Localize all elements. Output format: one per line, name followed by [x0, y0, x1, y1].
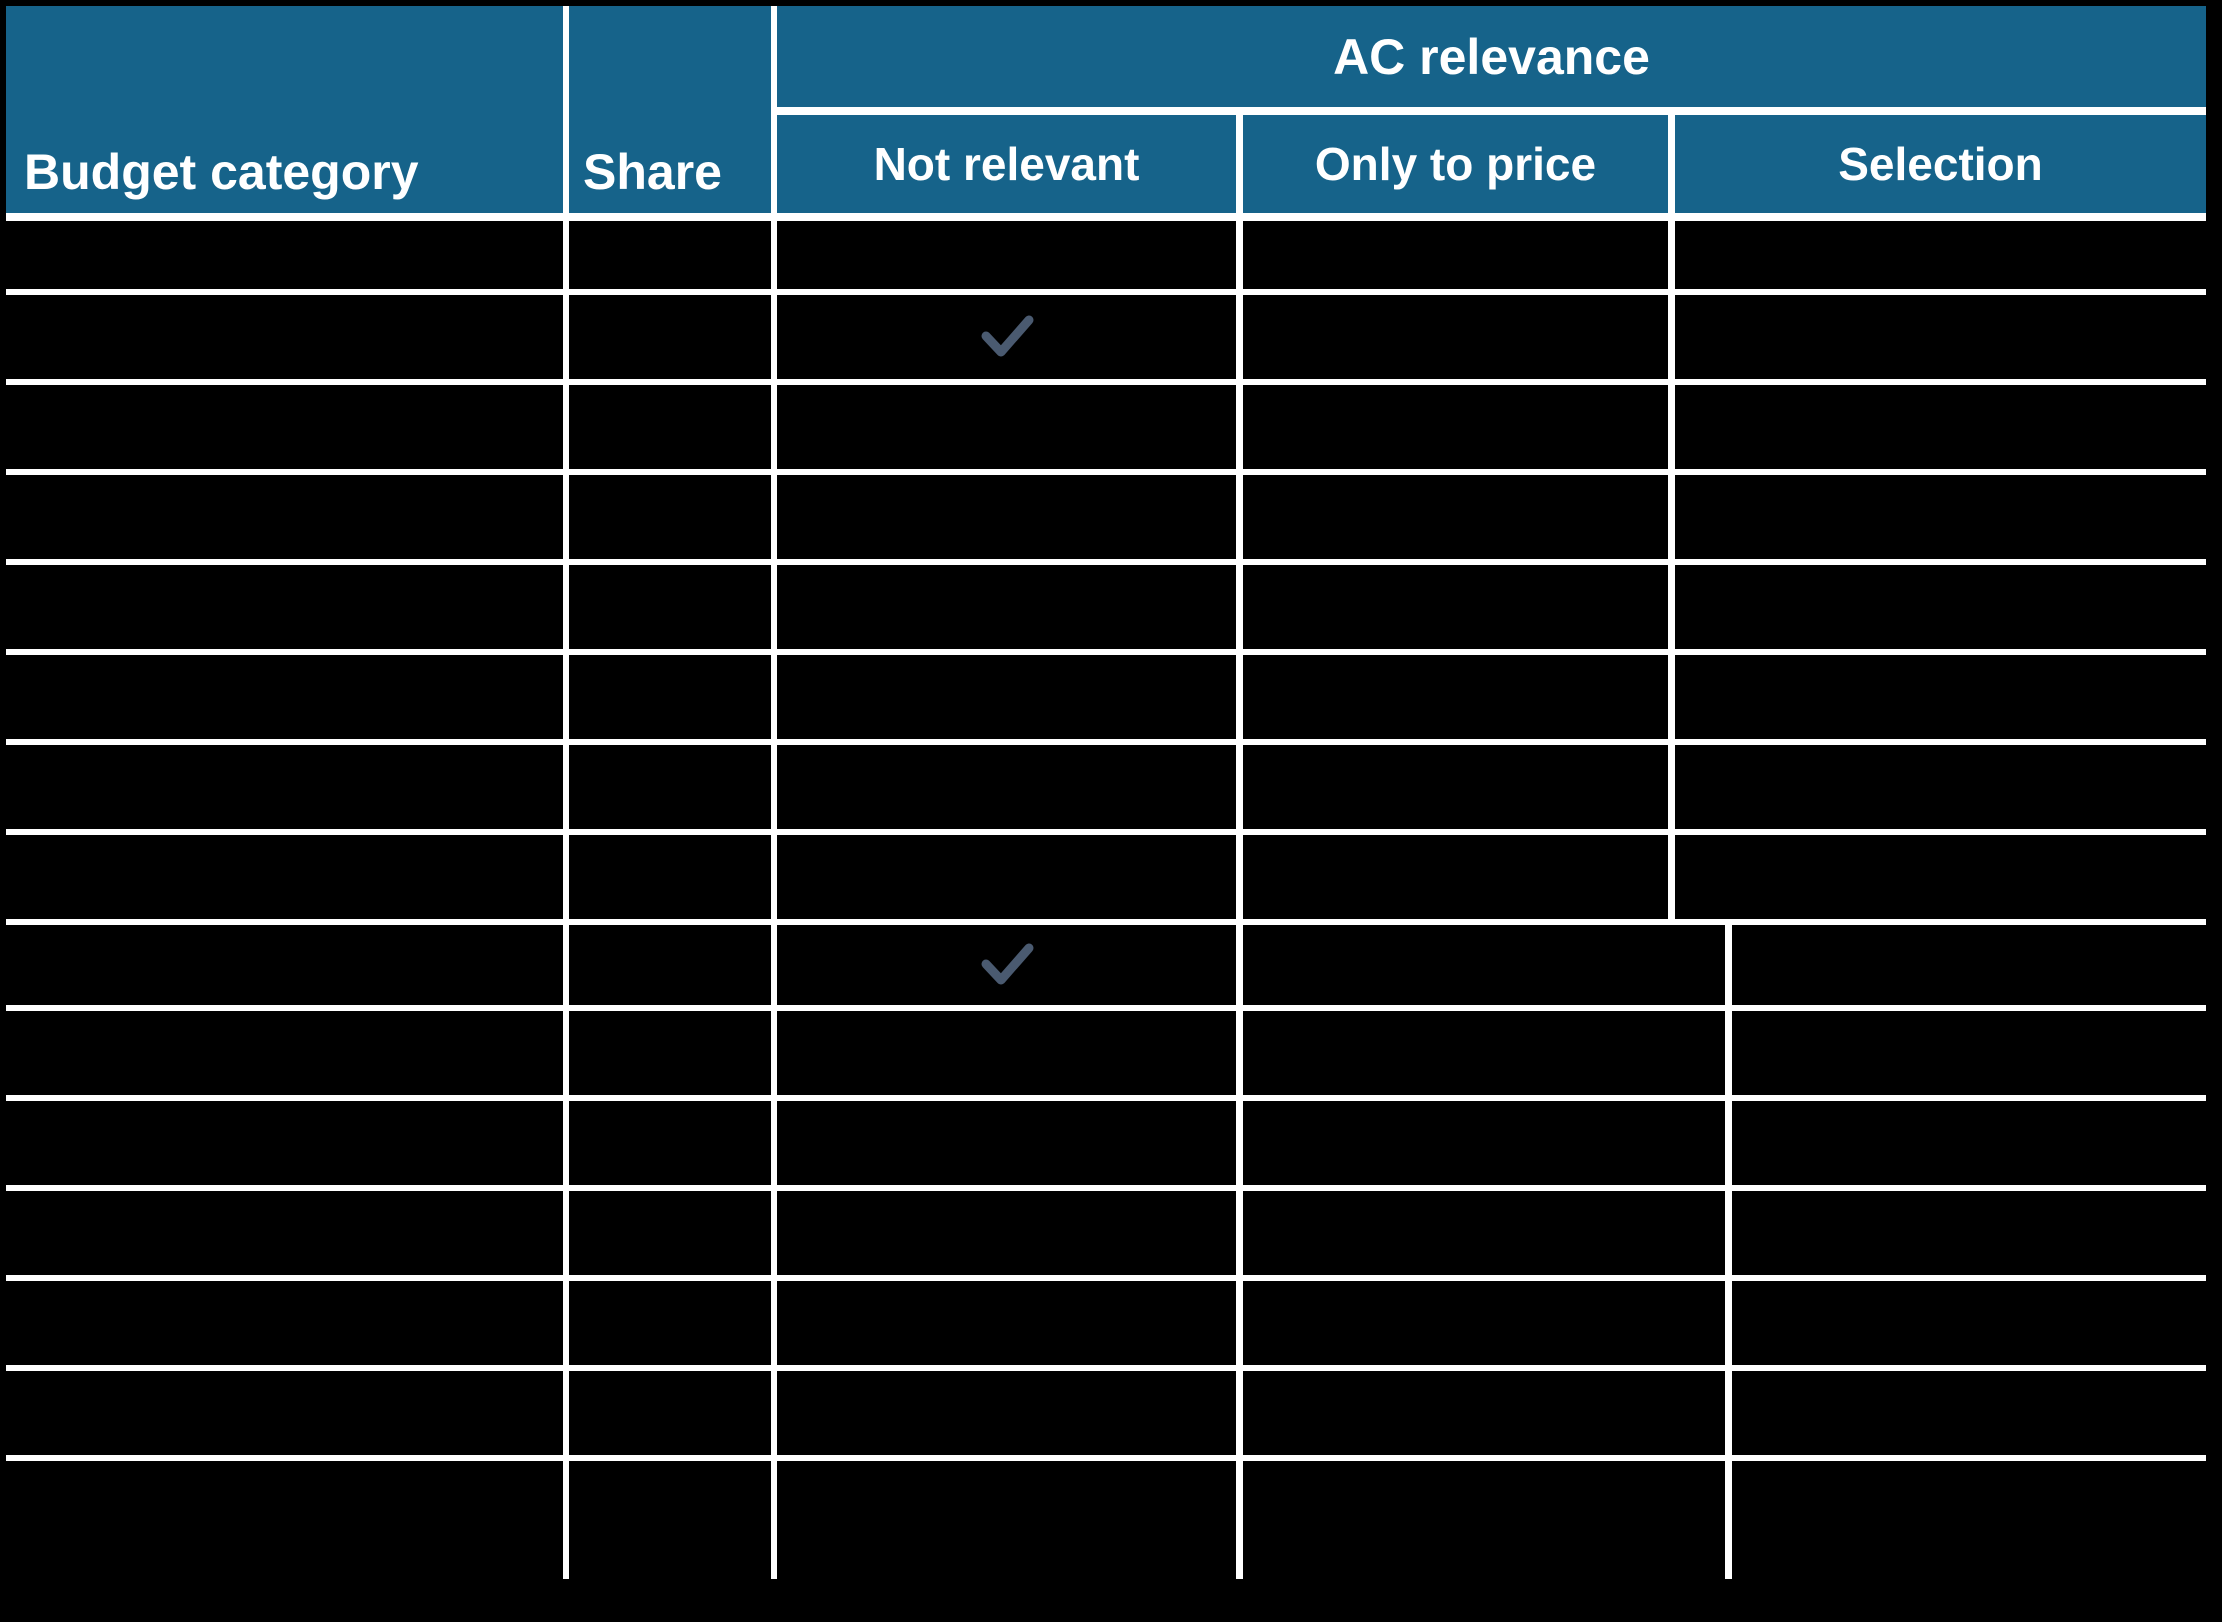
cell-share[interactable]	[569, 655, 771, 739]
group-header-ac-relevance-label: AC relevance	[1333, 28, 1650, 85]
cell-share[interactable]	[569, 1101, 771, 1185]
cell-budget-category[interactable]	[6, 565, 563, 649]
cell-not-relevant[interactable]	[777, 1011, 1236, 1095]
cell-not-relevant[interactable]	[777, 221, 1236, 289]
cell-selection[interactable]	[1675, 475, 2206, 559]
cell-budget-category[interactable]	[6, 475, 563, 559]
cell-budget-category[interactable]	[6, 1101, 563, 1185]
cell-only-to-price[interactable]	[1243, 1101, 1725, 1185]
cell-not-relevant[interactable]	[777, 925, 1236, 1005]
cell-only-to-price[interactable]	[1243, 221, 1668, 289]
cell-share[interactable]	[569, 1011, 771, 1095]
column-header-only-to-price-label: Only to price	[1314, 138, 1597, 190]
cell-not-relevant[interactable]	[777, 655, 1236, 739]
cell-budget-category[interactable]	[6, 1011, 563, 1095]
cell-selection[interactable]	[1732, 1101, 2206, 1185]
cell-not-relevant[interactable]	[777, 1101, 1236, 1185]
cell-share[interactable]	[569, 385, 771, 469]
cell-budget-category[interactable]	[6, 221, 563, 289]
cell-only-to-price[interactable]	[1243, 745, 1668, 829]
column-header-not-relevant-label: Not relevant	[873, 138, 1140, 190]
cell-selection[interactable]	[1732, 1281, 2206, 1365]
cell-budget-category[interactable]	[6, 385, 563, 469]
check-mark-icon	[972, 930, 1042, 1000]
cell-budget-category[interactable]	[6, 655, 563, 739]
cell-only-to-price[interactable]	[1243, 295, 1668, 379]
column-header-budget-category-label: Budget category	[24, 144, 419, 200]
cell-only-to-price[interactable]	[1243, 565, 1668, 649]
cell-only-to-price[interactable]	[1243, 1371, 1725, 1455]
column-header-not-relevant[interactable]: Not relevant	[777, 115, 1236, 213]
column-header-selection[interactable]: Selection	[1675, 115, 2206, 213]
cell-only-to-price[interactable]	[1243, 1191, 1725, 1275]
cell-share[interactable]	[569, 1191, 771, 1275]
cell-budget-category[interactable]	[6, 925, 563, 1005]
cell-not-relevant[interactable]	[777, 475, 1236, 559]
column-header-selection-label: Selection	[1838, 138, 2043, 190]
cell-selection[interactable]	[1675, 295, 2206, 379]
cell-only-to-price[interactable]	[1243, 1461, 1725, 1579]
cell-only-to-price[interactable]	[1243, 925, 1725, 1005]
cell-share[interactable]	[569, 475, 771, 559]
cell-budget-category[interactable]	[6, 295, 563, 379]
cell-budget-category[interactable]	[6, 1191, 563, 1275]
cell-only-to-price[interactable]	[1243, 385, 1668, 469]
cell-selection[interactable]	[1732, 1371, 2206, 1455]
column-header-budget-category[interactable]: Budget category	[6, 6, 563, 213]
cell-selection[interactable]	[1732, 1011, 2206, 1095]
cell-only-to-price[interactable]	[1243, 1281, 1725, 1365]
cell-not-relevant[interactable]	[777, 385, 1236, 469]
cell-selection[interactable]	[1675, 745, 2206, 829]
cell-share[interactable]	[569, 565, 771, 649]
cell-share[interactable]	[569, 745, 771, 829]
cell-not-relevant[interactable]	[777, 295, 1236, 379]
cell-not-relevant[interactable]	[777, 1371, 1236, 1455]
check-mark-icon	[972, 302, 1042, 372]
cell-selection[interactable]	[1675, 565, 2206, 649]
cell-share[interactable]	[569, 1281, 771, 1365]
cell-share[interactable]	[569, 221, 771, 289]
cell-only-to-price[interactable]	[1243, 475, 1668, 559]
cell-selection[interactable]	[1675, 655, 2206, 739]
cell-not-relevant[interactable]	[777, 1191, 1236, 1275]
cell-share[interactable]	[569, 835, 771, 919]
column-header-share-label: Share	[583, 144, 722, 200]
cell-budget-category[interactable]	[6, 1371, 563, 1455]
cell-selection[interactable]	[1732, 925, 2206, 1005]
column-header-share[interactable]: Share	[569, 6, 771, 213]
cell-only-to-price[interactable]	[1243, 835, 1668, 919]
group-header-ac-relevance[interactable]: AC relevance	[777, 6, 2206, 107]
cell-budget-category[interactable]	[6, 1281, 563, 1365]
table-grid: Budget category Share AC relevance Not r…	[6, 6, 2206, 1579]
cell-selection[interactable]	[1675, 221, 2206, 289]
cell-share[interactable]	[569, 1371, 771, 1455]
cell-share[interactable]	[569, 295, 771, 379]
cell-share[interactable]	[569, 1461, 771, 1579]
cell-selection[interactable]	[1732, 1191, 2206, 1275]
cell-share[interactable]	[569, 925, 771, 1005]
cell-selection[interactable]	[1675, 385, 2206, 469]
cell-selection[interactable]	[1732, 1461, 2206, 1579]
cell-selection[interactable]	[1675, 835, 2206, 919]
cell-budget-category[interactable]	[6, 1461, 563, 1579]
table-body	[6, 221, 2206, 1579]
cell-not-relevant[interactable]	[777, 745, 1236, 829]
cell-budget-category[interactable]	[6, 745, 563, 829]
cell-not-relevant[interactable]	[777, 565, 1236, 649]
cell-not-relevant[interactable]	[777, 1281, 1236, 1365]
cell-budget-category[interactable]	[6, 835, 563, 919]
column-header-only-to-price[interactable]: Only to price	[1243, 115, 1668, 213]
cell-not-relevant[interactable]	[777, 835, 1236, 919]
cell-only-to-price[interactable]	[1243, 655, 1668, 739]
cell-not-relevant[interactable]	[777, 1461, 1236, 1579]
cell-only-to-price[interactable]	[1243, 1011, 1725, 1095]
